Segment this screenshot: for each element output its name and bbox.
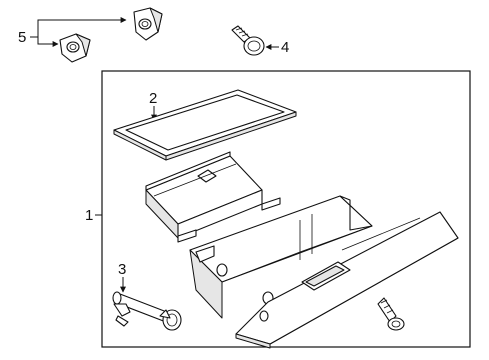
callout-5-group: 5 [18,17,127,47]
callout-2-label: 2 [149,90,157,107]
callout-5-leader-upper [30,17,127,38]
callout-3-group: 3 [118,261,126,293]
assembly-frame [101,70,471,348]
callout-4-label: 4 [281,39,289,56]
screw-top [231,25,265,56]
glove-box-damper [112,291,182,331]
glove-box-seal [113,89,297,161]
callout-1-group: 1 [85,207,102,224]
callout-1-label: 1 [85,207,93,224]
glove-box-tray [145,151,281,243]
screw-lower [377,297,405,331]
callout-3-label: 3 [118,261,126,278]
bumper-stop-upper [133,7,163,41]
callout-4-group: 4 [265,39,289,56]
callout-5-label: 5 [18,29,26,46]
callout-5-leader-lower [37,37,59,47]
callout-2-group: 2 [149,90,157,121]
bumper-stop-lower [59,33,91,63]
glove-box-bin [189,195,459,349]
